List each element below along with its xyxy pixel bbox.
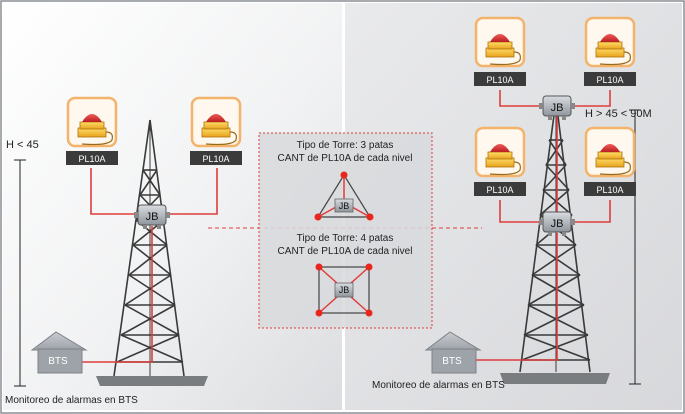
four-leg-jb-label: JB xyxy=(339,285,350,295)
left-junction-box-label: JB xyxy=(146,211,159,223)
left-light-2 xyxy=(190,96,242,148)
left-caption: Monitoreo de alarmas en BTS xyxy=(5,395,138,406)
three-leg-schematic xyxy=(314,171,374,221)
three-leg-subtitle: CANT de PL10A de cada nivel xyxy=(278,153,413,164)
right-tower xyxy=(519,99,591,373)
right-caption: Monitoreo de alarmas en BTS xyxy=(372,380,505,391)
right-bts-label: BTS xyxy=(442,356,462,367)
left-tower-base xyxy=(96,376,208,386)
right-junction-box-upper xyxy=(539,95,575,120)
right-light-3-tag xyxy=(474,182,526,196)
right-light-1 xyxy=(474,16,526,68)
four-leg-schematic xyxy=(315,263,373,317)
right-junction-box-lower-label: JB xyxy=(551,218,564,230)
right-junction-box-upper-label: JB xyxy=(551,102,564,114)
left-cables xyxy=(80,168,218,363)
left-light-1-label: PL10A xyxy=(78,154,105,164)
left-bts-label: BTS xyxy=(48,356,68,367)
right-light-2-tag xyxy=(584,72,636,86)
right-light-2 xyxy=(584,16,636,68)
left-light-1-tag xyxy=(66,151,118,165)
right-light-1-label: PL10A xyxy=(486,75,513,85)
right-light-4-tag xyxy=(584,182,636,196)
right-height-label: H > 45 < 90M xyxy=(585,108,652,120)
left-bts-shelter xyxy=(30,331,88,374)
left-junction-box xyxy=(134,204,170,229)
right-light-3-label: PL10A xyxy=(486,185,513,195)
right-light-4-label: PL10A xyxy=(596,185,623,195)
left-light-2-label: PL10A xyxy=(202,154,229,164)
right-tower-base xyxy=(500,373,610,384)
left-height-label: H < 45 xyxy=(6,139,39,151)
left-light-2-tag xyxy=(190,151,242,165)
right-light-1-tag xyxy=(474,72,526,86)
left-light-1 xyxy=(66,96,118,148)
four-leg-subtitle: CANT de PL10A de cada nivel xyxy=(278,246,413,257)
right-cables xyxy=(470,90,611,361)
three-leg-title: Tipo de Torre: 3 patas xyxy=(297,140,394,151)
right-bts-shelter xyxy=(424,331,482,374)
right-light-4 xyxy=(584,126,636,178)
right-junction-box-lower xyxy=(539,211,575,236)
right-light-2-label: PL10A xyxy=(596,75,623,85)
three-leg-jb-label: JB xyxy=(339,201,350,211)
four-leg-title: Tipo de Torre: 4 patas xyxy=(297,233,394,244)
right-light-3 xyxy=(474,126,526,178)
